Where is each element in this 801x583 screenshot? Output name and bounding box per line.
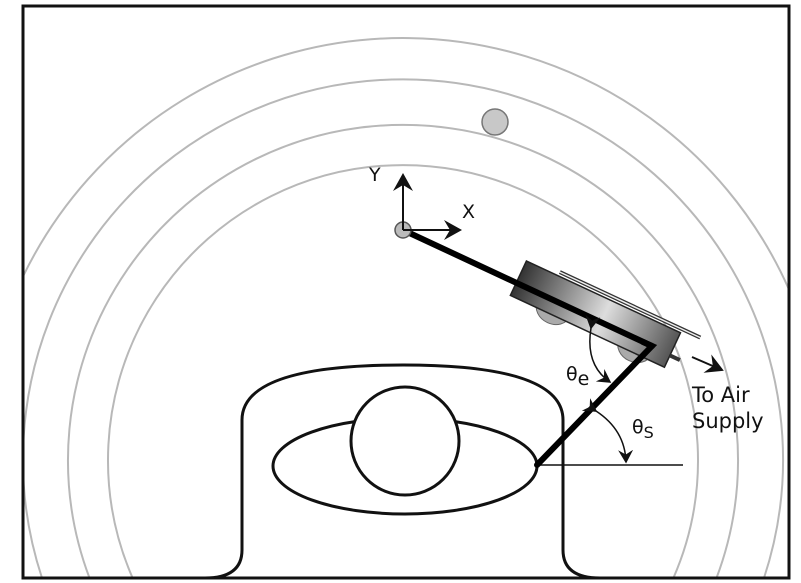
arc-inner (107, 164, 699, 579)
air-supply-label-line1: To Air (691, 383, 750, 407)
theta-s-arc (581, 398, 634, 464)
theta-e-arc (585, 314, 612, 383)
arc-3 (22, 78, 784, 579)
air-supply-label-line2: Supply (692, 409, 764, 433)
frame (21, 4, 791, 580)
target-dot (481, 108, 509, 136)
forearm-link (534, 339, 658, 468)
theta-s-label: θS (632, 416, 654, 442)
y-axis-label: Y (368, 164, 381, 186)
theta-e-label: θe (566, 363, 589, 390)
upper-link (400, 227, 655, 349)
air-supply-arrow (691, 354, 724, 373)
head (349, 385, 461, 497)
workspace-arcs (22, 37, 790, 579)
x-axis-label: X (462, 201, 475, 223)
arc-2 (67, 124, 739, 579)
arc-outer (22, 37, 790, 290)
table-outline (204, 363, 601, 580)
